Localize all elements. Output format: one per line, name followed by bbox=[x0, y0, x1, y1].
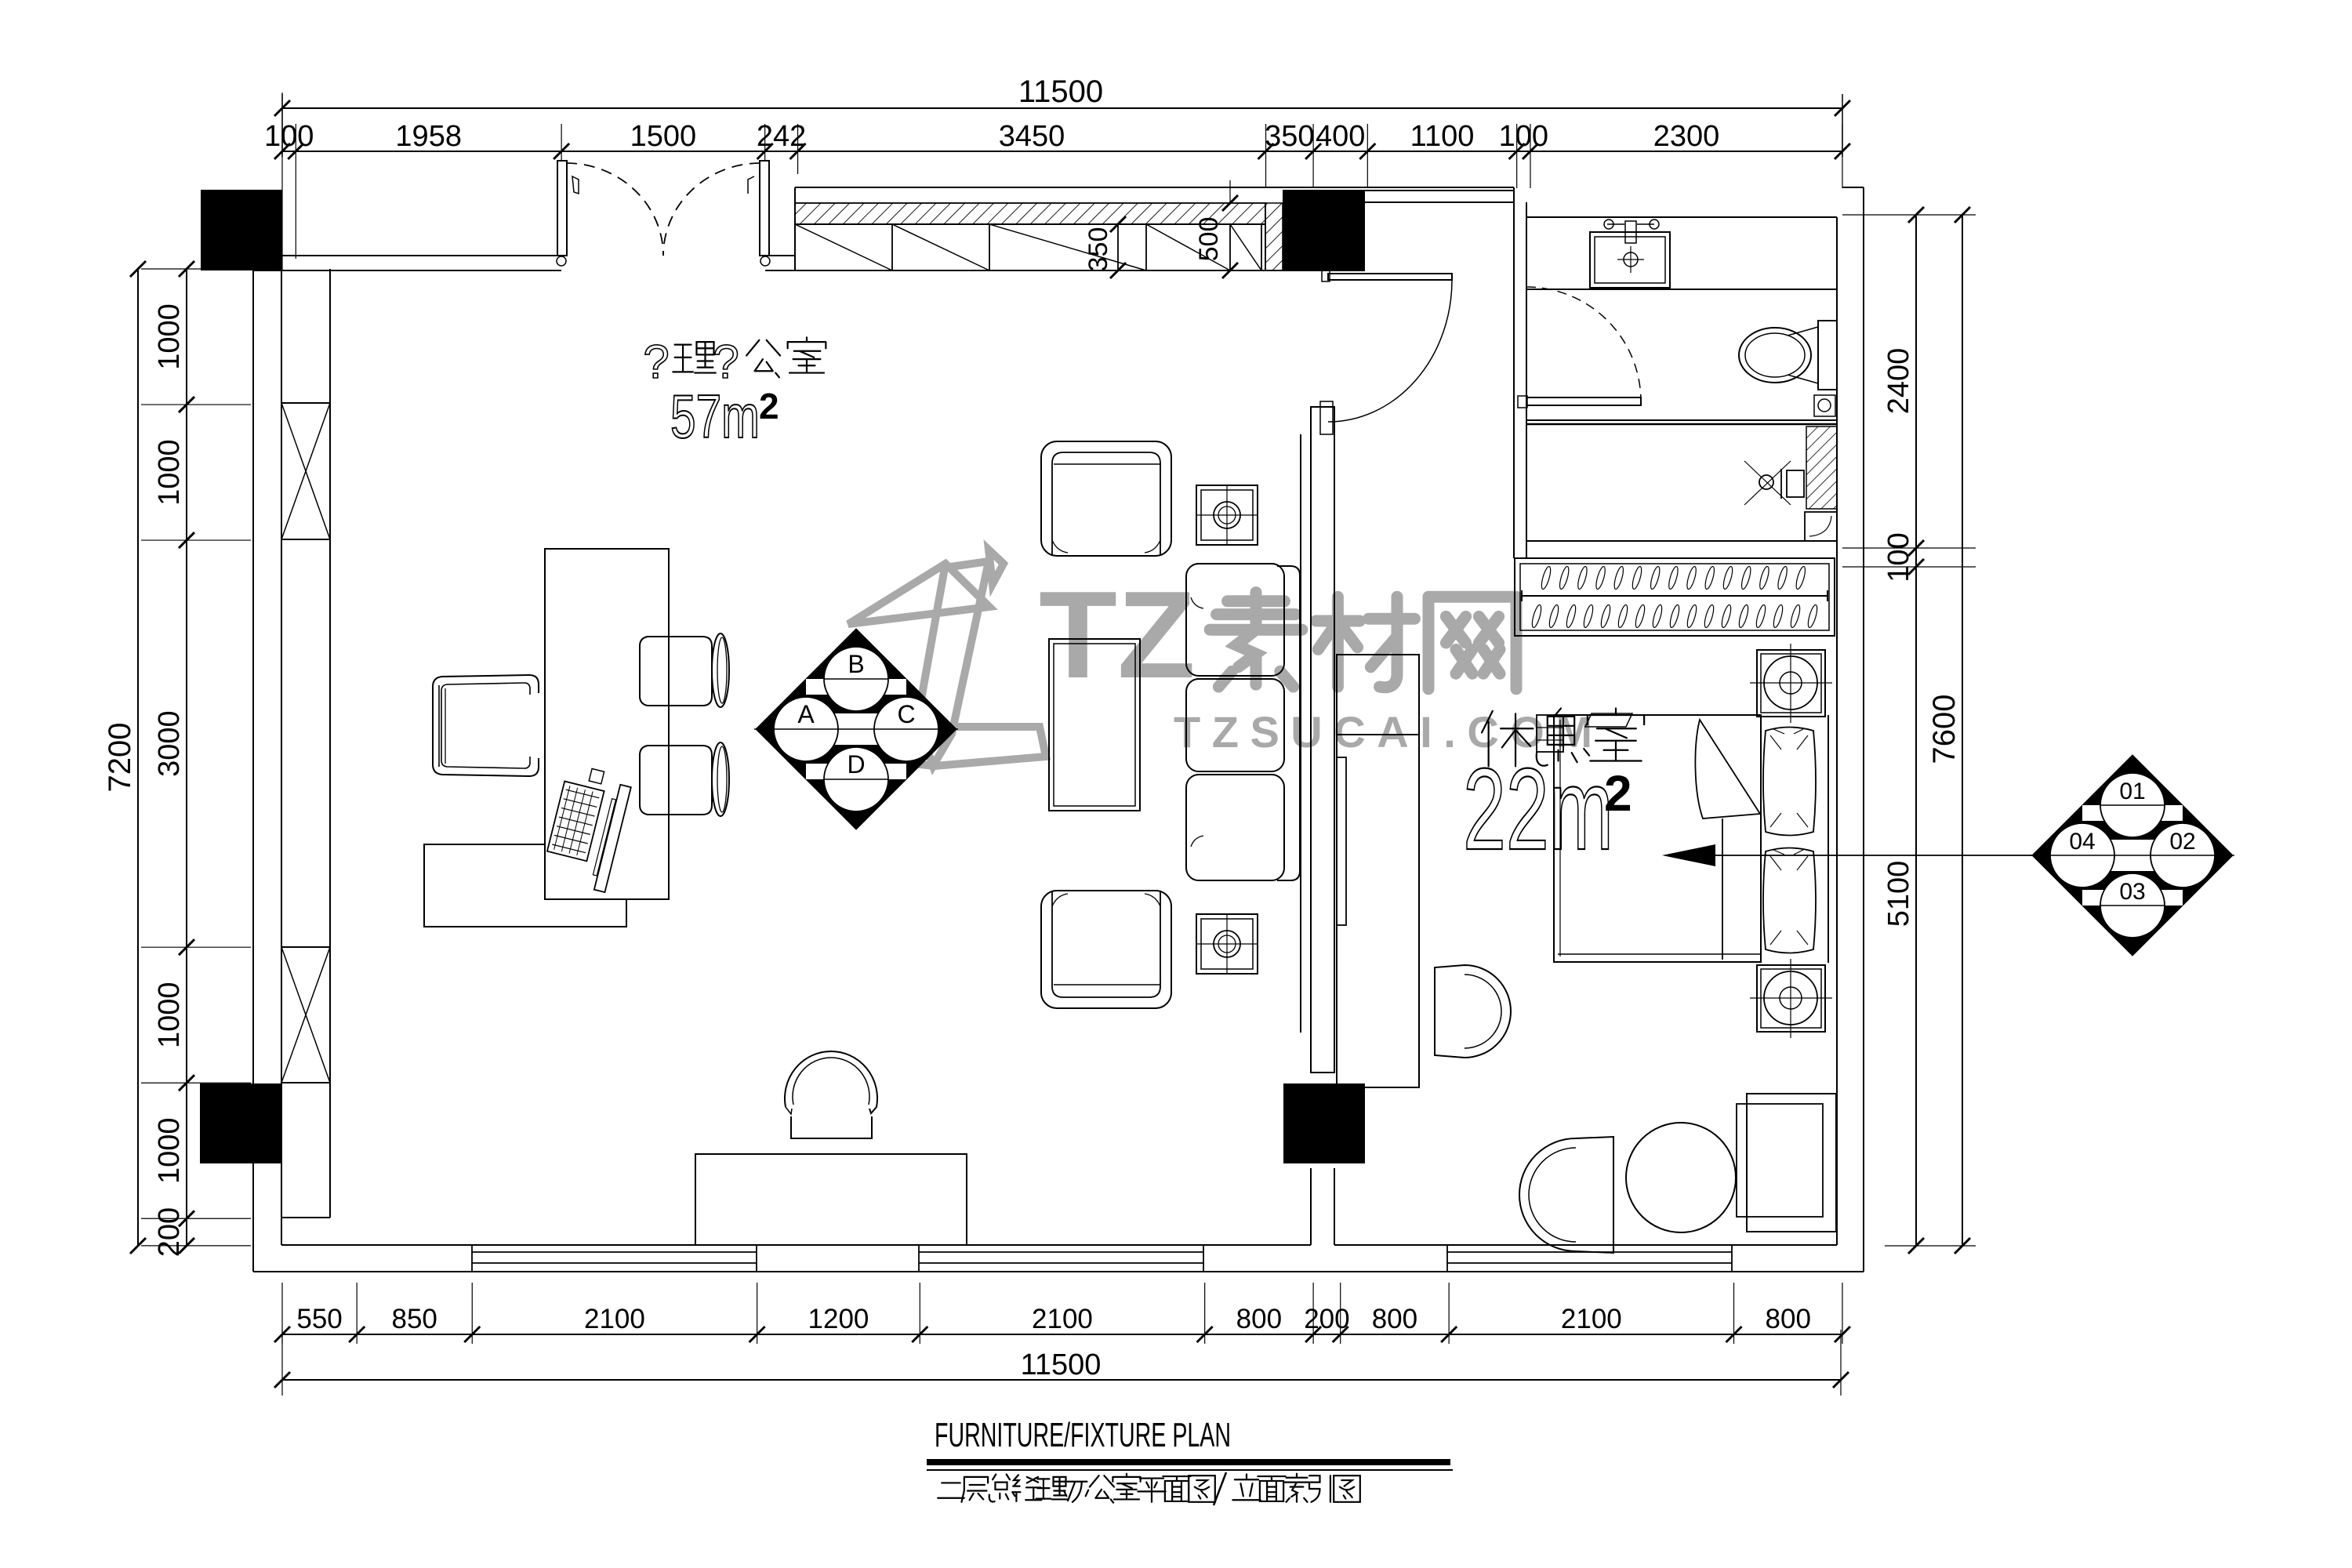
svg-text:A: A bbox=[797, 700, 815, 728]
svg-text:100: 100 bbox=[1882, 532, 1915, 582]
svg-text:2100: 2100 bbox=[584, 1304, 645, 1334]
svg-text:1200: 1200 bbox=[808, 1304, 869, 1334]
svg-text:100: 100 bbox=[264, 120, 314, 153]
svg-text:22m: 22m bbox=[1463, 745, 1613, 874]
svg-text:7200: 7200 bbox=[103, 723, 137, 793]
svg-text:D: D bbox=[847, 750, 865, 779]
svg-text:1500: 1500 bbox=[630, 120, 697, 153]
svg-text:11500: 11500 bbox=[1018, 74, 1103, 109]
svg-text:1000: 1000 bbox=[153, 303, 186, 370]
svg-text:1100: 1100 bbox=[1410, 120, 1475, 153]
svg-text:TZ: TZ bbox=[1039, 566, 1196, 704]
svg-text:1000: 1000 bbox=[153, 1117, 186, 1184]
svg-text:100: 100 bbox=[1499, 120, 1548, 153]
svg-text:01: 01 bbox=[2119, 779, 2145, 804]
svg-text:550: 550 bbox=[296, 1304, 342, 1334]
svg-text:800: 800 bbox=[1372, 1304, 1417, 1334]
svg-text:1958: 1958 bbox=[395, 120, 462, 153]
svg-text:?: ? bbox=[713, 336, 739, 388]
svg-text:2400: 2400 bbox=[1882, 348, 1915, 415]
svg-text:04: 04 bbox=[2069, 829, 2095, 855]
svg-text:800: 800 bbox=[1236, 1304, 1282, 1334]
svg-text:?: ? bbox=[643, 336, 669, 388]
svg-text:350: 350 bbox=[1083, 227, 1113, 272]
svg-text:03: 03 bbox=[2119, 879, 2145, 905]
svg-text:2100: 2100 bbox=[1561, 1304, 1622, 1334]
svg-text:1000: 1000 bbox=[153, 982, 186, 1048]
svg-text:2300: 2300 bbox=[1653, 120, 1720, 153]
svg-text:500: 500 bbox=[1194, 217, 1224, 262]
svg-text:3000: 3000 bbox=[153, 710, 186, 777]
svg-text:7600: 7600 bbox=[1927, 695, 1962, 764]
svg-text:11500: 11500 bbox=[1021, 1348, 1102, 1381]
svg-text:2: 2 bbox=[1604, 765, 1632, 822]
svg-text:B: B bbox=[848, 650, 864, 678]
svg-text:FURNITURE/FIXTURE PLAN: FURNITURE/FIXTURE PLAN bbox=[935, 1416, 1231, 1454]
svg-text:200: 200 bbox=[153, 1207, 186, 1257]
svg-text:1000: 1000 bbox=[153, 439, 186, 506]
svg-text:850: 850 bbox=[392, 1304, 437, 1334]
svg-text:57m: 57m bbox=[670, 382, 760, 451]
svg-text:200: 200 bbox=[1304, 1304, 1349, 1334]
svg-text:350: 350 bbox=[1265, 120, 1314, 153]
svg-text:242: 242 bbox=[757, 120, 806, 153]
svg-text:C: C bbox=[897, 700, 915, 728]
svg-text:800: 800 bbox=[1766, 1304, 1811, 1334]
svg-text:2100: 2100 bbox=[1032, 1304, 1093, 1334]
svg-text:5100: 5100 bbox=[1882, 861, 1915, 927]
svg-text:400: 400 bbox=[1316, 120, 1365, 153]
svg-text:2: 2 bbox=[759, 386, 779, 426]
svg-text:02: 02 bbox=[2169, 829, 2195, 855]
svg-text:3450: 3450 bbox=[999, 120, 1065, 153]
